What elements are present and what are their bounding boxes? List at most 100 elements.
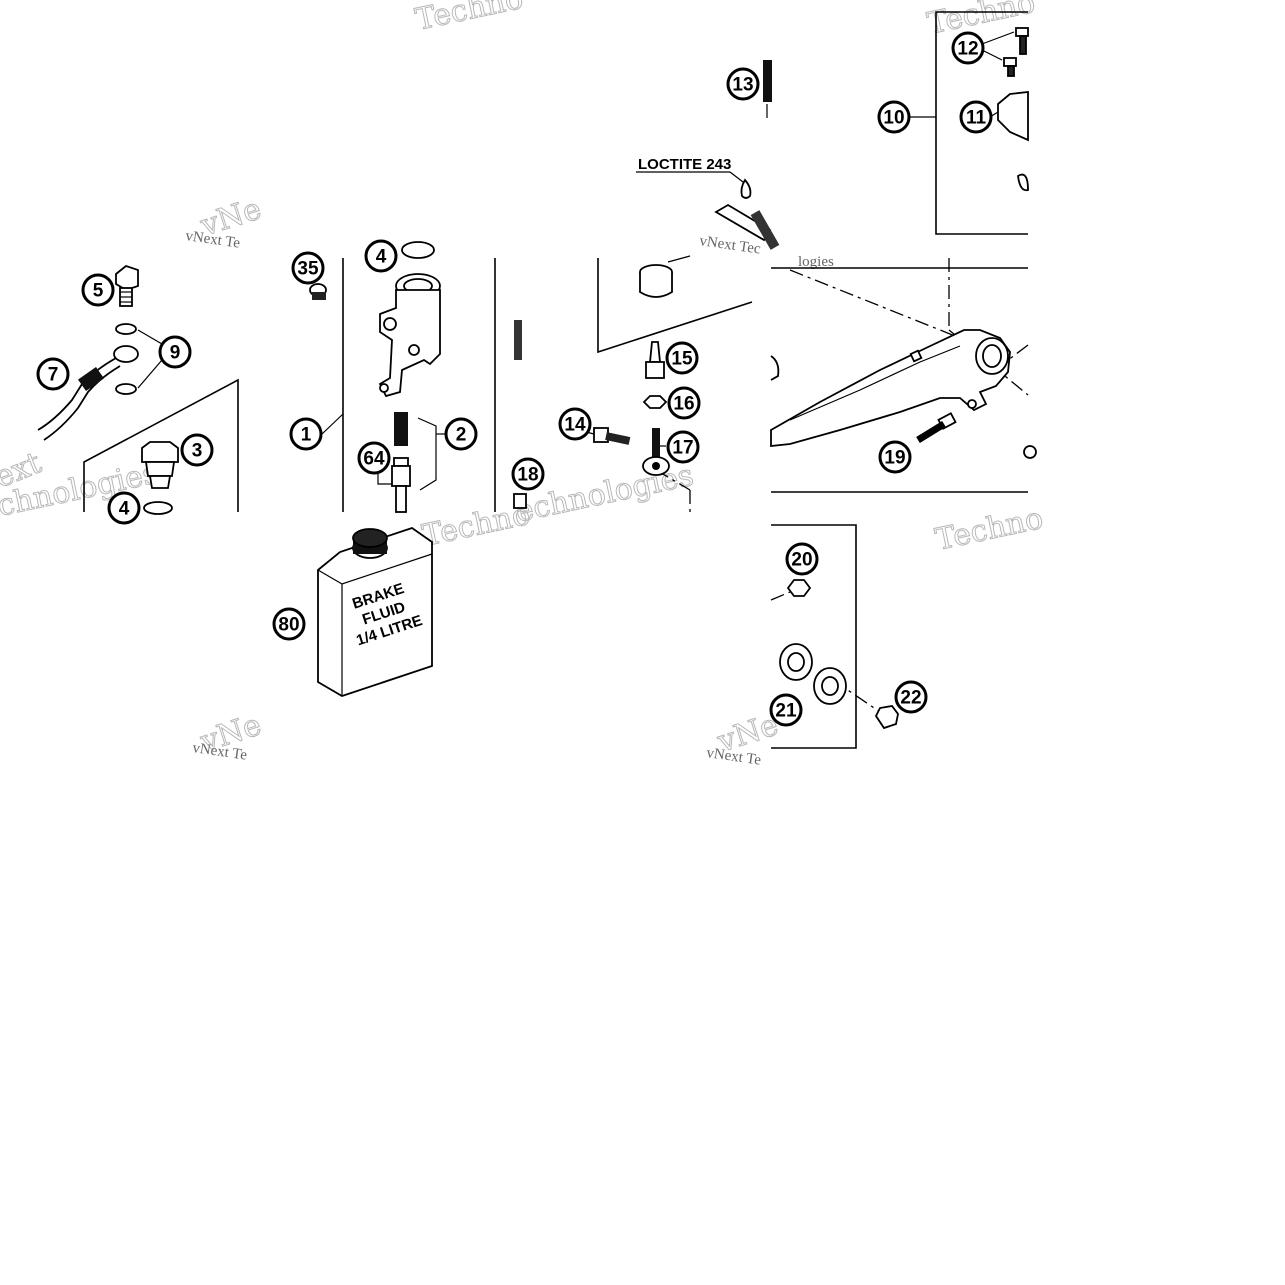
callout-circle [769,693,803,727]
callout-number: 16 [673,394,694,415]
bearings-21 [779,643,847,705]
callout-64: 64 [357,441,391,475]
callout-number: 11 [966,108,987,129]
callout-circle [667,386,701,420]
callout-number: 19 [884,448,905,469]
callout-number: 22 [900,688,921,709]
piston-64 [391,457,411,513]
bolt-14 [593,427,631,445]
callout-circle [878,440,912,474]
callout-1: 1 [289,417,323,451]
callout-12: 12 [951,31,985,65]
callout-circle [726,67,760,101]
bolt-top-mid [714,203,780,250]
callout-circle [357,441,391,475]
callout-number: 5 [93,281,104,302]
part-18 [513,493,527,509]
callout-circle [36,357,70,391]
callout-circle [951,31,985,65]
footrest-plate-11 [997,90,1029,142]
spring-13 [763,60,772,118]
callout-number: 12 [957,39,978,60]
bolt-19 [916,412,957,443]
callout-9: 9 [158,335,192,369]
callout-number: 13 [732,75,753,96]
callout-number: 15 [671,349,693,370]
callout-circle [444,417,478,451]
callout-3: 3 [180,433,214,467]
callout-10: 10 [877,100,911,134]
callout-circle [289,417,323,451]
o-ring-4-left [143,501,173,515]
bleed-valve-15 [645,341,665,379]
callout-2: 2 [444,417,478,451]
callout-circle [180,433,214,467]
nut-16 [642,395,668,409]
callout-circle [666,430,700,464]
frame-lines [83,11,1029,749]
callout-number: 35 [297,259,319,280]
callout-number: 80 [278,615,299,636]
callout-number: 1 [301,425,312,446]
rod-end-17 [642,428,670,476]
callout-35: 35 [291,251,325,285]
callout-circle [665,341,699,375]
nut-22 [874,705,899,730]
callout-number: 4 [119,499,130,520]
loctite-drop [740,178,752,199]
callout-7: 7 [36,357,70,391]
callout-13: 13 [726,67,760,101]
callout-number: 21 [775,701,797,722]
callout-circle [107,491,141,525]
callout-circle [558,407,592,441]
brake-pedal-lever [770,329,1011,447]
callout-number: 64 [363,449,385,470]
callout-circle [511,457,545,491]
watermark-techno-1: Techno [412,0,526,38]
callout-5: 5 [81,273,115,307]
reservoir-cap [639,255,691,298]
callout-15: 15 [665,341,699,375]
callout-14: 14 [558,407,592,441]
watermark-vnext-label-2: vNext Tec [698,233,762,257]
callout-80: 80 [272,607,306,641]
callout-19: 19 [878,440,912,474]
lever-left-fragment [770,355,780,381]
callout-17: 17 [666,430,700,464]
callout-circle [272,607,306,641]
callout-16: 16 [667,386,701,420]
watermark-vnext-label-4: vNext Te [705,745,762,769]
callout-circle [81,273,115,307]
callout-number: 3 [192,441,203,462]
callout-number: 9 [170,343,181,364]
master-cylinder-1 [378,273,441,398]
callout-20: 20 [785,542,819,576]
watermark-vnext-label-1: vNext Te [184,228,241,252]
callout-number: 2 [456,425,467,446]
callout-4: 4 [107,491,141,525]
callout-number: 14 [564,415,586,436]
watermark-logies: logies [798,254,834,270]
callout-circle [158,335,192,369]
loctite-label: LOCTITE 243 [638,156,731,173]
watermark-vnext-label-3: vNext Te [191,740,248,764]
spring-2 [394,412,408,446]
screws-12 [1003,27,1029,77]
spring-mid [514,320,522,360]
banjo-bolt-5 [115,264,139,307]
callout-number: 18 [517,465,538,486]
leader-lines [321,31,1015,447]
callout-22: 22 [894,680,928,714]
seal-4-top [401,241,435,259]
callout-4-2: 4 [364,239,398,273]
callout-number: 4 [376,247,387,268]
callout-circle [877,100,911,134]
callout-circle [364,239,398,273]
callout-18: 18 [511,457,545,491]
screw-35 [309,283,327,300]
brake-fluid-can-80: BRAKE FLUID 1/4 LITRE [317,527,433,697]
callout-number: 17 [672,438,693,459]
callout-number: 7 [48,365,59,386]
